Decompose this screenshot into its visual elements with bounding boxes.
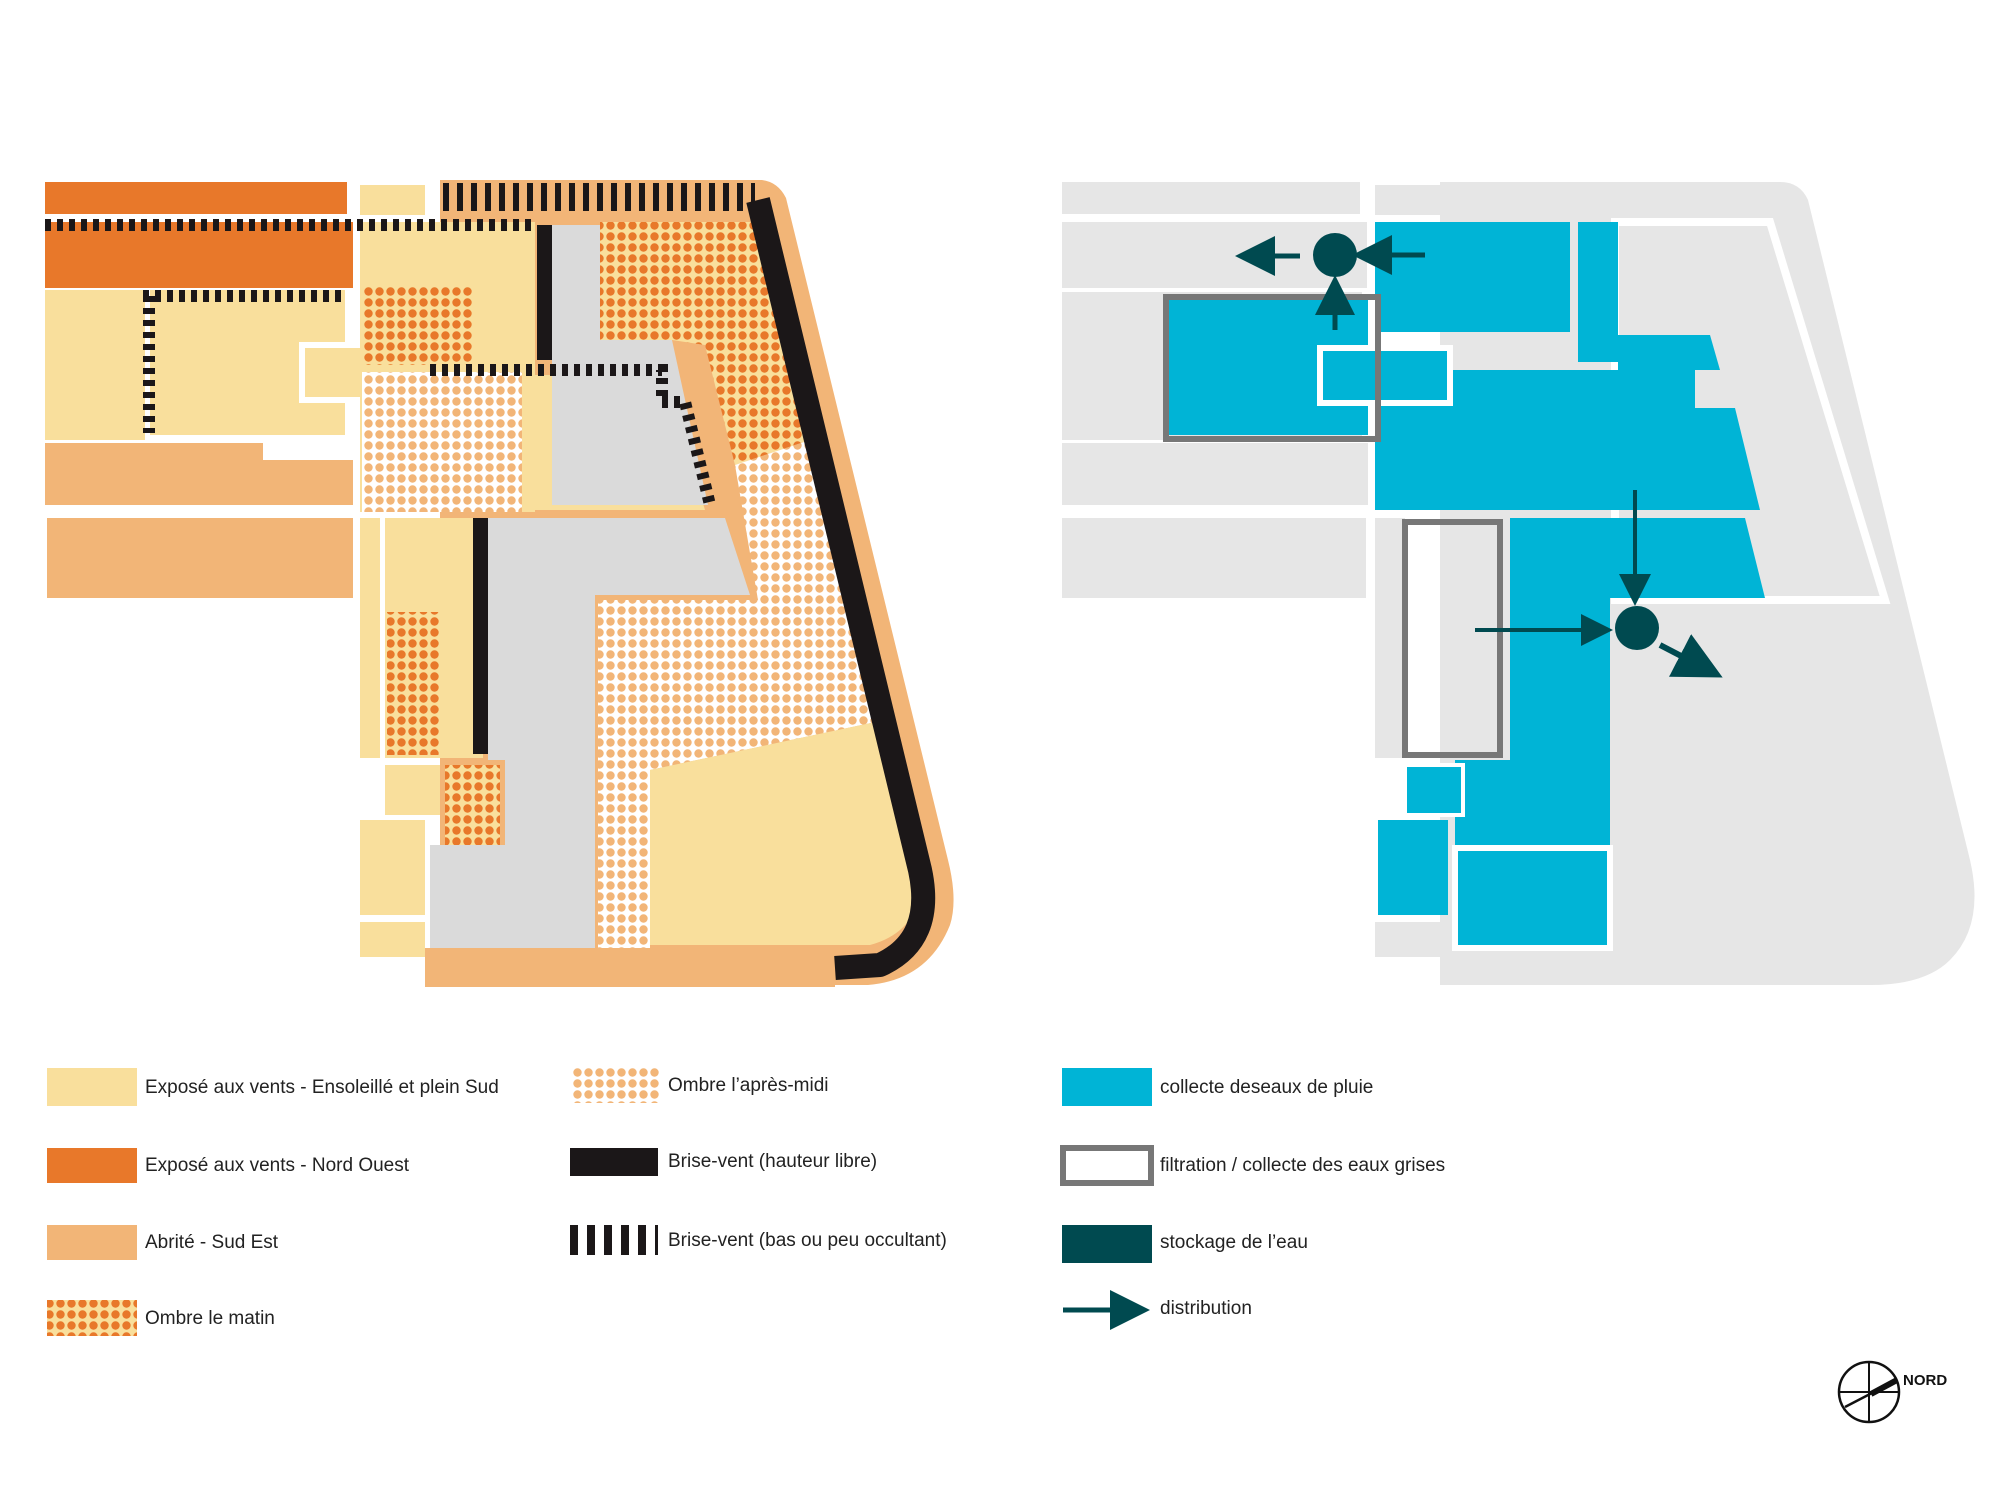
left-map [45,180,954,987]
legend-swatch-rain [1062,1068,1152,1106]
legend-label-rain: collecte deseaux de pluie [1160,1077,1374,1098]
legend-label-filtration: filtration / collecte des eaux grises [1160,1155,1446,1176]
legend-swatch-morning-shade [47,1300,137,1336]
morning-shade-2 [600,222,810,465]
sheltered-block-2 [47,518,353,598]
rain-collect-4 [1375,370,1760,510]
sun-strip-left [360,518,380,758]
legend-label-sheltered: Abrité - Sud Est [145,1232,279,1253]
sheltered-block-1 [45,443,353,505]
site-block-7 [1375,518,1405,758]
legend-label-afternoon-shade: Ombre l’après-midi [668,1075,829,1096]
windbreak-center-1 [537,225,552,360]
legend-label-distribution: distribution [1160,1298,1252,1319]
distribution-arrow [1658,634,1723,678]
site-block-2 [1375,185,1440,215]
afternoon-shade-1 [362,372,522,512]
rain-collect-6 [1317,345,1453,406]
right-map [1062,182,1975,985]
legend-swatch-filtration [1060,1145,1154,1186]
rain-collect-8 [1403,763,1465,817]
legend-label-sun: Exposé aux vents - Ensoleillé et plein S… [145,1077,499,1098]
site-block-8 [1375,922,1440,957]
sun-column-top [360,185,425,215]
windbreak-dashed-mid [430,364,716,507]
filtration-zone-2 [1402,519,1503,758]
compass-label: NORD [1903,1372,1948,1389]
sun-block-i [360,922,425,957]
storage-tank-1 [1313,233,1357,277]
northwest-strip-1 [45,182,347,214]
rain-collect-10 [1452,845,1613,951]
rain-collect-7 [1455,518,1765,948]
morning-shade-1 [362,285,474,365]
legend-swatch-afternoon-shade [572,1068,660,1103]
filtration-zone-1 [1163,294,1381,442]
legend-swatch-northwest [47,1148,137,1183]
sun-block-g [385,765,440,815]
legend-label-morning-shade: Ombre le matin [145,1308,275,1329]
windbreak-east [746,197,936,980]
rain-collect-9 [1378,820,1448,915]
legend-swatches [47,1068,1154,1336]
gray-zone-upper [552,225,708,505]
legend-swatch-windbreak [570,1148,658,1176]
morning-shade-3 [387,612,439,755]
windbreak-center-2 [473,518,488,754]
afternoon-shade-2 [598,440,885,948]
sun-block-a [45,290,145,440]
sheltered-bottom-strip [425,952,835,987]
rain-collect-2 [1578,222,1618,362]
sun-block-h [360,820,425,915]
legend-label-northwest: Exposé aux vents - Nord Ouest [145,1155,410,1176]
gray-zone-lower [430,518,750,948]
northwest-strip-2 [45,222,353,288]
morning-shade-4 [445,765,500,845]
site-block-1 [1062,182,1360,214]
legend-label-windbreak-dashed: Brise-vent (bas ou peu occultant) [668,1230,947,1251]
storage-tank-2 [1615,606,1659,650]
sun-block-e [650,720,921,945]
legend-swatch-sun [47,1068,137,1106]
legend-label-windbreak: Brise-vent (hauteur libre) [668,1151,878,1172]
site-block-5 [1062,443,1368,505]
rain-collect-3 [1618,335,1720,370]
legend-label-storage: stockage de l’eau [1160,1232,1308,1253]
legend-swatch-storage [1062,1225,1152,1263]
site-block-6 [1062,518,1366,598]
rain-collect-1 [1375,222,1570,332]
compass-icon [1837,1360,1901,1424]
legend-swatch-sheltered [47,1225,137,1260]
